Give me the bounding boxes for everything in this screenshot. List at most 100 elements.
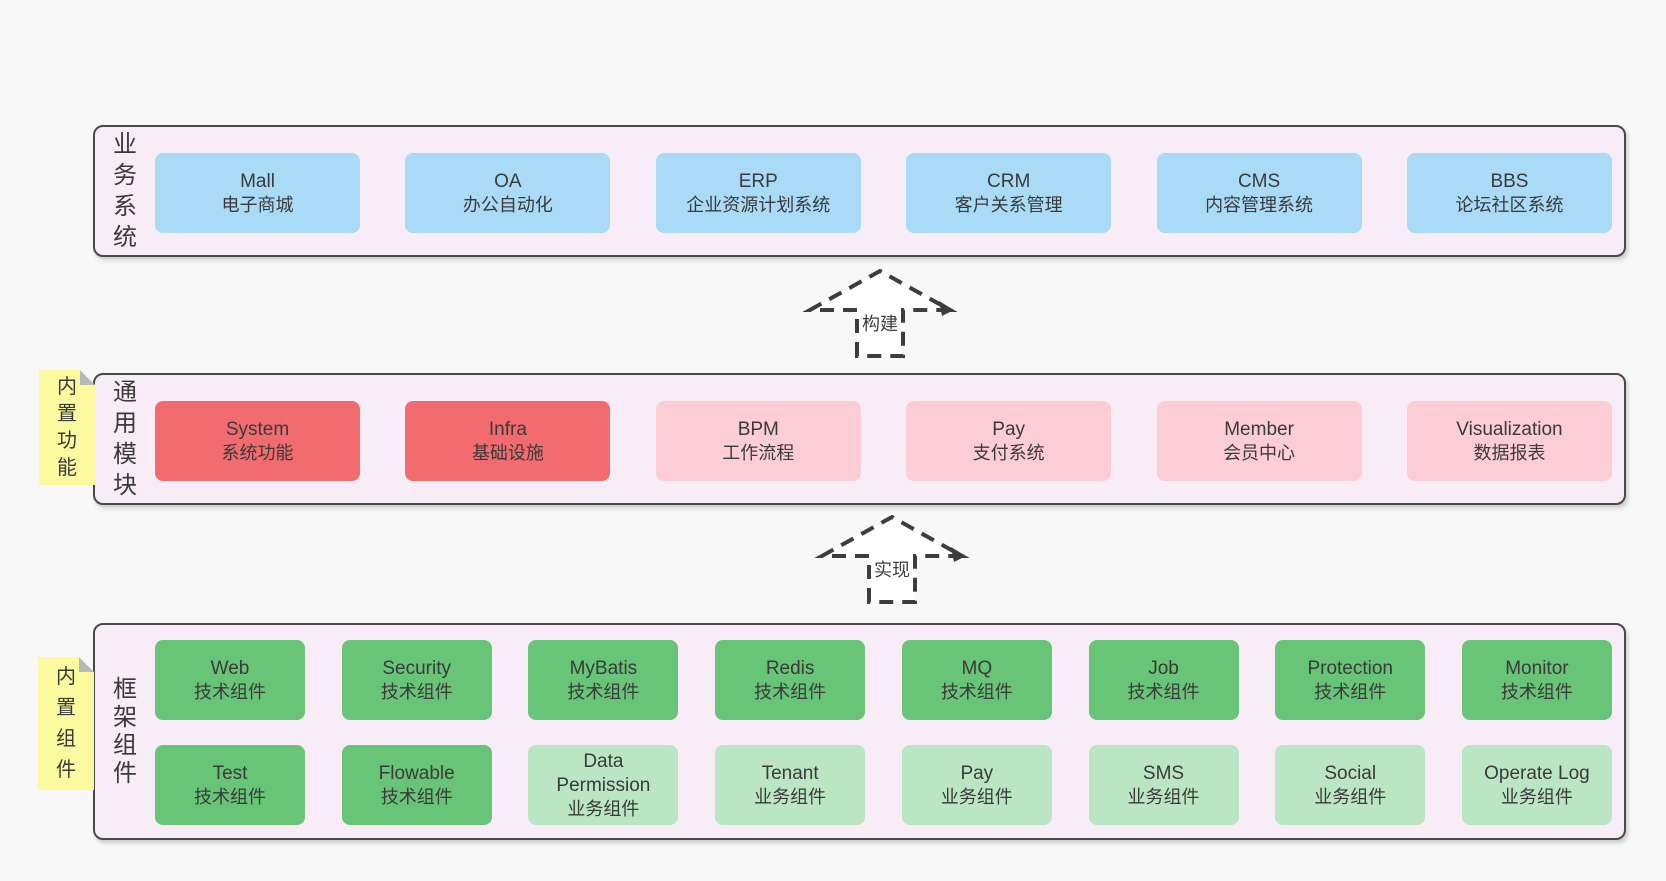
box-title: Monitor xyxy=(1505,657,1569,679)
implement-arrow: 实现 xyxy=(814,514,970,604)
box-title: Web xyxy=(210,657,250,679)
box-title: Redis xyxy=(765,657,815,679)
box-subtitle: 业务组件 xyxy=(1500,786,1573,807)
box-subtitle: 基础设施 xyxy=(471,442,544,463)
box-title: Mall xyxy=(240,170,275,192)
box-title: MQ xyxy=(961,657,993,679)
box-subtitle: 会员中心 xyxy=(1223,442,1296,463)
implement-arrow-label: 实现 xyxy=(874,560,910,580)
section-label-business: 业 务 系 统 xyxy=(113,131,137,251)
box-title: Test xyxy=(212,762,248,784)
box-title: Data Permission xyxy=(556,750,651,796)
box-title: CMS xyxy=(1237,170,1281,192)
box-title: Security xyxy=(382,657,452,679)
box-title: Job xyxy=(1148,657,1179,679)
box-title: BPM xyxy=(737,418,779,440)
box-title: OA xyxy=(494,170,522,192)
box-subtitle: 支付系统 xyxy=(972,442,1045,463)
box-title: Pay xyxy=(960,762,994,784)
box-subtitle: 办公自动化 xyxy=(462,194,553,215)
box-title: Visualization xyxy=(1456,418,1563,440)
box-title: SMS xyxy=(1142,762,1185,784)
box-title: Tenant xyxy=(761,762,819,784)
box-title: CRM xyxy=(987,170,1031,192)
box-subtitle: 技术组件 xyxy=(1127,681,1200,702)
folded-corner-icon xyxy=(80,370,95,385)
section-label-framework: 框 架 组 件 xyxy=(113,675,137,787)
box-subtitle: 技术组件 xyxy=(940,681,1013,702)
box-subtitle: 电子商城 xyxy=(221,194,294,215)
box-title: ERP xyxy=(738,170,778,192)
box-subtitle: 技术组件 xyxy=(194,681,266,702)
sticky-note-built-in-components: 内 置 组 件 xyxy=(38,657,94,790)
box-subtitle: 业务组件 xyxy=(1127,786,1200,807)
box-subtitle: 技术组件 xyxy=(194,786,266,807)
build-arrow-outline xyxy=(802,268,958,358)
box-subtitle: 业务组件 xyxy=(754,786,827,807)
sticky-note-text: 内 置 组 件 xyxy=(56,665,76,781)
box-title: BBS xyxy=(1490,170,1529,192)
box-title: MyBatis xyxy=(569,657,638,679)
box-title: Operate Log xyxy=(1484,762,1590,784)
box-subtitle: 系统功能 xyxy=(221,442,294,463)
box-title: Flowable xyxy=(378,762,455,784)
box-title: Member xyxy=(1224,418,1294,440)
box-title: System xyxy=(225,418,290,440)
build-arrow: 构建 xyxy=(802,268,958,358)
box-subtitle: 技术组件 xyxy=(1500,681,1573,702)
sticky-note-text: 内 置 功 能 xyxy=(57,375,77,479)
box-subtitle: 技术组件 xyxy=(567,681,640,702)
sticky-note-built-in-features: 内 置 功 能 xyxy=(39,370,95,485)
box-subtitle: 技术组件 xyxy=(380,681,453,702)
box-subtitle: 数据报表 xyxy=(1473,442,1546,463)
implement-arrow-outline xyxy=(814,514,970,604)
arrowhead-icon xyxy=(951,547,966,562)
box-subtitle: 技术组件 xyxy=(754,681,827,702)
folded-corner-icon xyxy=(79,657,94,672)
build-arrow-label: 构建 xyxy=(862,314,898,334)
box-subtitle: 技术组件 xyxy=(380,786,453,807)
box-subtitle: 客户关系管理 xyxy=(954,194,1063,215)
box-subtitle: 工作流程 xyxy=(722,442,795,463)
box-title: Protection xyxy=(1307,657,1393,679)
box-subtitle: 业务组件 xyxy=(567,798,640,819)
box-subtitle: 技术组件 xyxy=(1314,681,1387,702)
box-title: Infra xyxy=(488,418,527,440)
box-subtitle: 论坛社区系统 xyxy=(1455,194,1564,215)
box-subtitle: 业务组件 xyxy=(1314,786,1387,807)
